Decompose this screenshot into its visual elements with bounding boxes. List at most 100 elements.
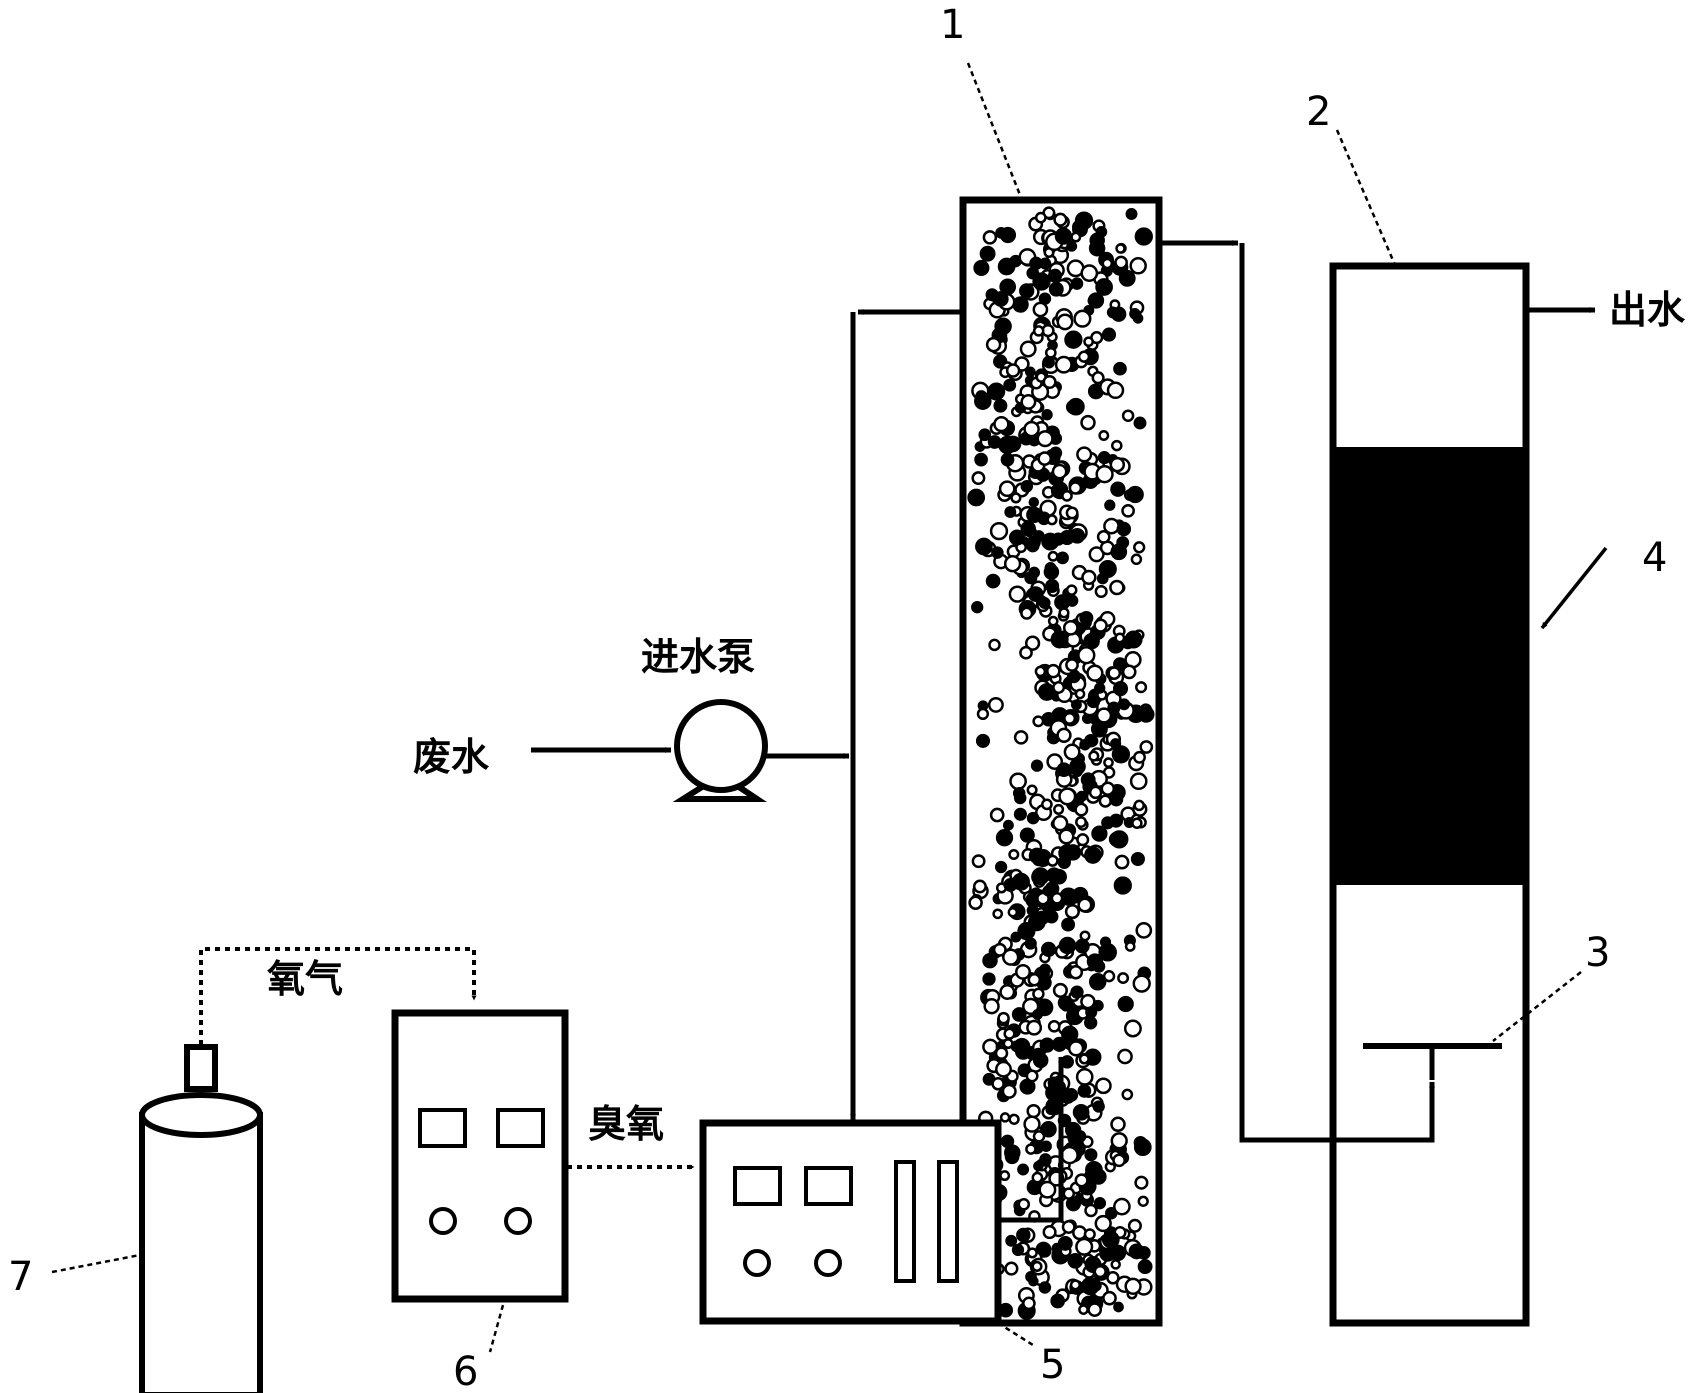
particle — [1117, 995, 1134, 1013]
particle — [999, 1112, 1011, 1123]
particle — [1023, 420, 1040, 438]
particle — [1056, 313, 1074, 331]
particle — [1074, 211, 1094, 230]
particle — [1032, 530, 1045, 543]
particle — [1045, 578, 1060, 594]
particle — [1025, 1143, 1037, 1155]
particle — [1030, 759, 1044, 772]
particle — [995, 829, 1014, 847]
particle — [1032, 987, 1045, 1001]
particle — [1047, 550, 1059, 562]
particle — [1038, 1281, 1052, 1294]
particle — [1095, 707, 1113, 724]
particle — [1024, 635, 1041, 651]
particle — [1027, 973, 1042, 987]
particle — [1097, 451, 1111, 465]
particle — [1091, 371, 1105, 385]
particle — [1000, 452, 1015, 467]
particle — [1098, 943, 1117, 962]
particle — [1074, 688, 1086, 700]
particle — [1004, 1261, 1019, 1276]
particle — [1078, 1304, 1089, 1315]
particle — [1077, 1084, 1092, 1098]
particle — [1079, 610, 1094, 626]
particle — [1098, 559, 1117, 579]
particle — [983, 998, 1000, 1015]
particle — [1135, 922, 1153, 939]
particle — [1060, 1145, 1079, 1165]
particle — [972, 879, 987, 894]
particle — [987, 696, 1004, 713]
particle — [1137, 1246, 1151, 1260]
particle — [974, 452, 988, 467]
particle — [1093, 1264, 1107, 1279]
packing-layer-4 — [1335, 447, 1524, 885]
particle — [1054, 227, 1073, 245]
particle — [1094, 682, 1106, 694]
particle — [1075, 1237, 1094, 1256]
particle — [1041, 798, 1053, 811]
particle — [1027, 586, 1044, 602]
particle — [1048, 281, 1064, 297]
particle — [1031, 1260, 1043, 1272]
particle — [995, 227, 1007, 239]
particle — [1050, 630, 1069, 649]
particle — [1023, 1115, 1041, 1133]
particle — [1026, 506, 1043, 524]
particle — [1032, 715, 1045, 728]
callout-4: 4 — [1642, 535, 1667, 581]
particle — [1073, 309, 1092, 328]
particle — [1057, 1235, 1073, 1251]
particle — [1061, 1220, 1076, 1234]
particle — [1074, 802, 1089, 817]
particle — [1038, 292, 1052, 305]
particle — [1109, 579, 1125, 596]
particle — [1088, 785, 1103, 800]
particle — [1129, 257, 1147, 275]
particle — [1069, 527, 1086, 544]
particle — [1096, 530, 1111, 544]
particle — [1005, 363, 1021, 378]
particle — [1101, 327, 1117, 342]
callout-7: 7 — [8, 1254, 33, 1300]
particle — [1047, 268, 1063, 283]
particle — [1092, 999, 1104, 1012]
particle — [997, 257, 1016, 276]
particle — [1052, 681, 1066, 694]
particle — [1113, 1197, 1131, 1216]
particle — [1081, 569, 1097, 586]
particle — [1111, 439, 1123, 452]
particle — [1039, 963, 1051, 976]
particle — [1002, 1038, 1014, 1050]
particle — [988, 638, 1001, 652]
particle — [1028, 1276, 1039, 1287]
particle — [1124, 941, 1136, 952]
particle — [1044, 346, 1057, 359]
particle — [1118, 698, 1131, 711]
particle — [1020, 606, 1034, 620]
particle — [1106, 381, 1125, 400]
particle — [1050, 891, 1064, 905]
particle — [1038, 597, 1051, 609]
particle — [1088, 750, 1100, 762]
particle — [975, 390, 988, 403]
particle — [1095, 278, 1113, 296]
particle — [1032, 325, 1045, 337]
particle — [1114, 255, 1128, 270]
particle — [1011, 1243, 1025, 1257]
particle — [1046, 663, 1061, 679]
particle — [1019, 645, 1033, 660]
particle — [1056, 762, 1072, 778]
particle — [1066, 240, 1078, 252]
particle — [1057, 855, 1071, 869]
particle — [1026, 538, 1040, 553]
particle — [1126, 485, 1144, 504]
particle — [1043, 356, 1055, 369]
particle — [991, 1077, 1005, 1091]
particle — [1101, 257, 1114, 270]
callout-3: 3 — [1585, 930, 1610, 976]
particle — [1003, 555, 1022, 573]
particle — [1134, 227, 1153, 246]
particle — [1093, 618, 1108, 633]
particle — [1058, 828, 1075, 845]
